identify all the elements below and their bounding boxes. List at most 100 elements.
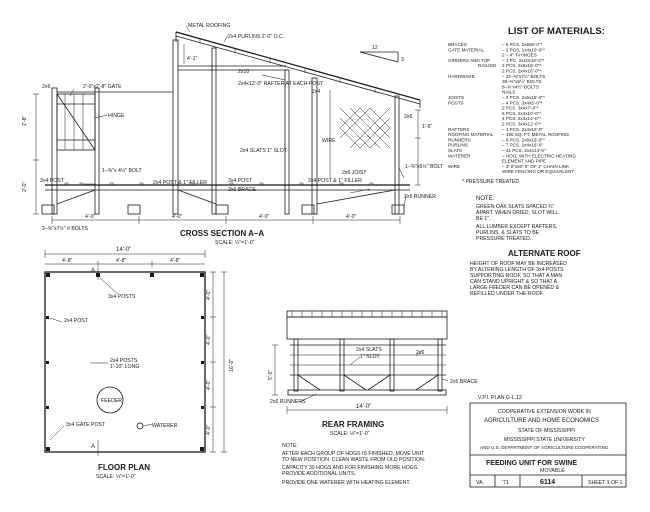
note-top-line: BE 1". [476, 216, 491, 222]
vertical-dims [33, 44, 421, 215]
materials-list: LIST OF MATERIALS: BRACES– 6 PCS. 2x6x6'… [448, 26, 605, 185]
fp-posts-2x4: 2x4 POSTS [110, 358, 138, 364]
rf-roof-ribs [291, 311, 443, 317]
rf-height: 5'-0" [268, 370, 274, 380]
dim-h-1-6: 1'-6" [422, 124, 432, 130]
year: '71 [502, 480, 509, 486]
material-spec: 2 PCS. 2x4x16'-0"* [502, 69, 541, 74]
rf-brace: 2x6 BRACE [450, 379, 478, 385]
roof-pitch: 12 3 [359, 45, 404, 63]
material-spec: – 4 PCS. 2x6x16'-0"* [502, 95, 545, 100]
feeder-circle [96, 386, 124, 414]
label-bolt-right: 1–⅜"x5½" BOLT [405, 163, 444, 170]
horizontal-dims: 4'-0" 4'-0" 4'-0" 4'-0" [51, 214, 401, 224]
leaders [69, 25, 407, 208]
material-spec: – 22–⅜"x7½" BOLTS [502, 73, 545, 79]
material-spec: 2 PCS. 3x4x7'-0"* [502, 106, 539, 111]
label-slats: 2x4 SLATS 1" SLOT [240, 148, 288, 154]
material-spec: – 6 PCS. 2x6x16'-0"* [502, 137, 545, 142]
material-spec: 2 – 4" T-HINGES [502, 53, 537, 58]
note-bottom: NOTE: AFTER EACH GROUP OF HOGS IS FINISH… [282, 443, 425, 486]
fp-post-2x4: 2x4 POST [64, 318, 89, 324]
pitch-12: 12 [372, 45, 378, 51]
note-top-heading: NOTE: [476, 196, 495, 202]
posts [51, 39, 400, 215]
rf-width: 14'-0" [356, 404, 371, 410]
material-item: POSTS [448, 100, 464, 105]
rf-upper-panel [286, 316, 448, 340]
org-line-3: STATE OF MISSISSIPPI [518, 428, 575, 434]
material-spec: – 7 PCS. 2x4x16'-0" [502, 143, 543, 148]
floor-slats [64, 182, 374, 186]
material-spec: – 6 PCS. 2x6x6'-0"* [502, 42, 543, 47]
sheet-number: SHEET 1 OF 1 [588, 480, 623, 486]
material-spec: NAILS [502, 90, 515, 95]
material-spec: WIRE FENCING OR EQUIVALENT [502, 169, 574, 174]
alternate-roof-line: SUPPORTING ROOF, SO THAT A MAN [470, 273, 562, 279]
fp-posts-2x4-note: 1'-10" LONG [110, 364, 139, 370]
fp-section-a2: A [91, 444, 95, 450]
material-item: JOISTS [448, 95, 464, 100]
material-item: RAILING [478, 63, 497, 68]
label-bolt: 1–⅜"x 4½" BOLT [102, 167, 142, 174]
material-spec: – 195 SQ. FT. METAL ROOFING [502, 132, 570, 137]
fp-gate-post: 3x4 GATE POST [66, 422, 106, 428]
label-joist: 2x6 JOIST [342, 170, 367, 176]
org-line-5: AND U.S. DEPARTMENT OF AGRICULTURE COOPE… [480, 445, 609, 450]
fp-waterer: WATERER [152, 423, 178, 429]
fp-dim-total: 14'-0" [116, 247, 131, 253]
material-item: ROOFING MATERIAL [448, 132, 494, 137]
state: VA. [476, 480, 484, 486]
dim-4: 4'-0" [346, 214, 356, 220]
rf-runner [287, 389, 447, 396]
alternate-roof-line: REFILLED UNDER THE ROOF. [470, 291, 544, 297]
wire-mesh [339, 107, 391, 149]
roof-line [175, 31, 421, 101]
material-spec: 8–⅜"x4½" BOLTS [502, 83, 539, 89]
fp-outline [44, 271, 206, 453]
note-top-line: GREEN OAK SLATS SPACED ¾" [476, 204, 554, 210]
main-title: FEEDING UNIT FOR SWINE [486, 460, 577, 467]
rf-runners: 2x6 RUNNERS [270, 399, 306, 405]
rf-roof-edge [286, 310, 448, 318]
label-metal-roofing: METAL ROOFING [188, 23, 230, 29]
material-spec: – 3'-0"x50'-0" OF 1" CHAIN LINK [502, 164, 570, 169]
note-top-line: PRESSURE TREATED. [476, 236, 531, 242]
alternate-roof-line: HEIGHT OF ROOF MAY BE INCREASED [470, 261, 567, 267]
rf-2x6: 2x6 [416, 350, 424, 356]
material-spec: – 1 PC. 2x10x16'-0"* [502, 58, 545, 63]
title-block: V.P.I. PLAN G-L.12 COOPERATIVE EXTENSION… [469, 395, 627, 488]
alternate-roof: ALTERNATE ROOF HEIGHT OF ROOF MAY BE INC… [470, 249, 581, 297]
note-top: NOTE: GREEN OAK SLATS SPACED ¾" APART. W… [476, 196, 559, 242]
material-spec: – 2 PCS. 1x4x10'-0"* [502, 47, 545, 52]
subtitle: MOVABLE [540, 468, 565, 474]
label-hinge: HINGE [108, 113, 125, 119]
dim-1: 4'-0" [85, 214, 95, 220]
fp-dim-c: 4'-8" [170, 258, 180, 264]
label-post-3x4: 3x4 POST [40, 178, 65, 184]
fp-posts [46, 273, 204, 451]
dim-2: 4'-0" [172, 214, 182, 220]
fp-feeder: FEEDER [101, 398, 122, 404]
alternate-roof-title: ALTERNATE ROOF [508, 249, 581, 258]
label-2x4: 2x4 [312, 89, 320, 95]
material-item: WATERER [448, 153, 471, 158]
material-spec: ELEMENT AND PIPE [502, 159, 546, 164]
fp-dim-d4: 4'-0" [206, 425, 212, 435]
plan-number: V.P.I. PLAN G-L.12 [478, 395, 522, 401]
rear-framing: 2x4 SLATS 1" SLOT 2x6 2x6 BRACE 2x6 RUNN… [268, 310, 478, 437]
note-bottom-line: TO NEW POSITION. CLEAN WASTE FROM OLD PO… [282, 457, 425, 463]
label-wire: WIRE [322, 138, 336, 144]
purlins [199, 39, 376, 93]
floor-plan-scale: SCALE: ⅛"=1'-0" [96, 474, 136, 480]
fp-posts-3x4: 3x4 POSTS [108, 294, 136, 300]
alternate-roof-line: LARGE FEEDER CAN BE OPENED & [470, 285, 560, 291]
material-spec: 5 PCS. 2x4x10'-0"* [502, 111, 541, 116]
material-spec: – 4 PCS. 2x4x12'-0" [502, 127, 543, 132]
material-spec: – HOG, WITH ELECTRIC HEATING [502, 153, 576, 158]
material-spec: – 4 PCS. 3x4x5'-0"* [502, 100, 543, 105]
material-spec: 2 PCS. 3x4x12'-0"* [502, 122, 541, 127]
fp-dim-d3: 4'-0" [206, 380, 212, 390]
material-item: RUNNERS [448, 137, 471, 142]
